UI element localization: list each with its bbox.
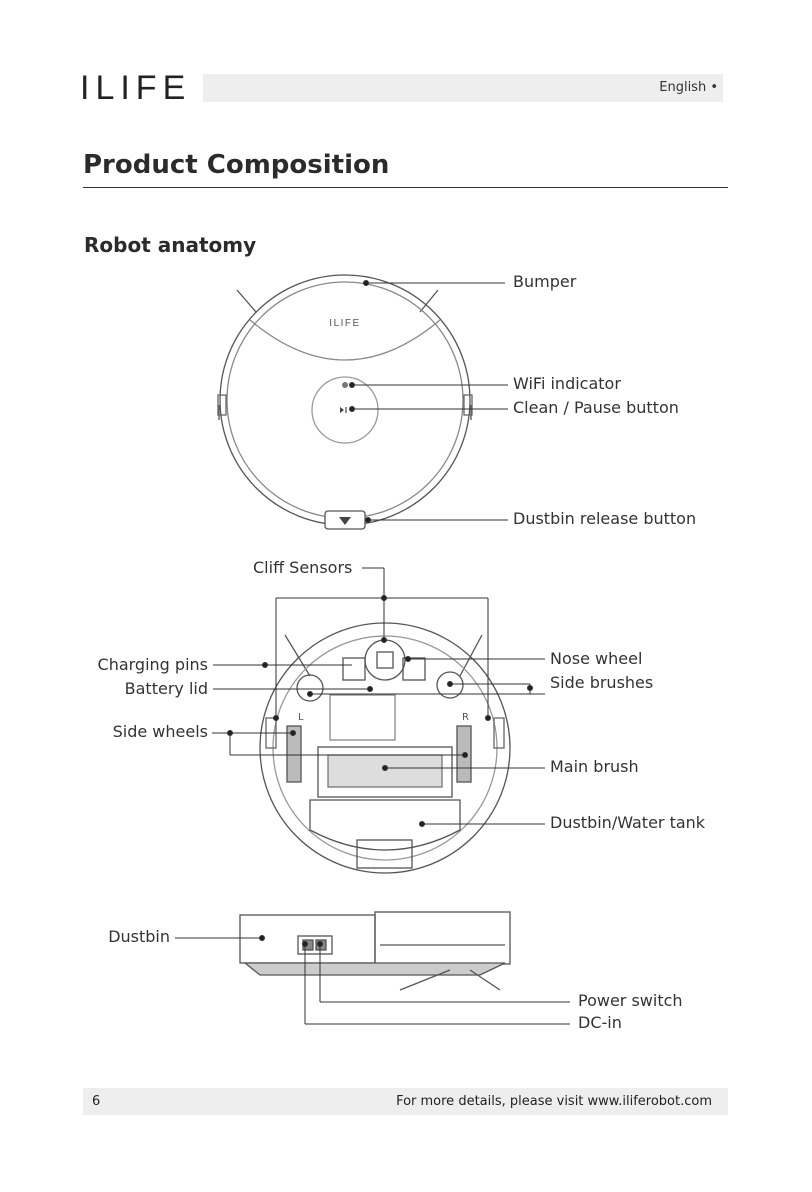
label-battery-lid: Battery lid bbox=[124, 679, 208, 698]
label-main-brush: Main brush bbox=[550, 757, 639, 776]
page-number: 6 bbox=[92, 1094, 101, 1109]
label-clean-pause-button: Clean / Pause button bbox=[513, 398, 679, 417]
language-indicator: English • bbox=[659, 80, 718, 95]
footer-note: For more details, please visit www.ilife… bbox=[396, 1094, 712, 1109]
label-nose-wheel: Nose wheel bbox=[550, 649, 643, 668]
footer-bar bbox=[83, 1088, 728, 1115]
label-wifi-indicator: WiFi indicator bbox=[513, 374, 621, 393]
title-underline bbox=[83, 187, 728, 188]
label-power-switch: Power switch bbox=[578, 991, 683, 1010]
label-dustbin-water-tank: Dustbin/Water tank bbox=[550, 813, 706, 832]
label-dc-in: DC-in bbox=[578, 1013, 622, 1032]
label-dustbin-release-button: Dustbin release button bbox=[513, 509, 697, 528]
label-side-wheels: Side wheels bbox=[112, 722, 208, 741]
label-bumper: Bumper bbox=[513, 272, 577, 291]
label-cliff-sensors: Cliff Sensors bbox=[253, 558, 353, 577]
robot-side-view bbox=[239, 911, 511, 991]
robot-bottom-view: L R bbox=[259, 622, 511, 874]
bottom-leaders bbox=[212, 567, 545, 827]
robot-logo-text: ILIFE bbox=[329, 318, 360, 329]
label-dustbin: Dustbin bbox=[108, 927, 170, 946]
page-title: Product Composition bbox=[83, 150, 390, 180]
section-subtitle: Robot anatomy bbox=[84, 233, 257, 257]
label-charging-pins: Charging pins bbox=[97, 655, 208, 674]
robot-top-view: ILIFE bbox=[217, 274, 473, 530]
left-wheel-mark: L bbox=[298, 712, 304, 723]
header-bar bbox=[203, 74, 723, 102]
side-leaders bbox=[175, 935, 570, 1025]
ilife-logo: ILIFE bbox=[80, 69, 192, 107]
right-wheel-mark: R bbox=[462, 712, 469, 723]
label-side-brushes: Side brushes bbox=[550, 673, 654, 692]
top-leaders bbox=[349, 280, 508, 523]
